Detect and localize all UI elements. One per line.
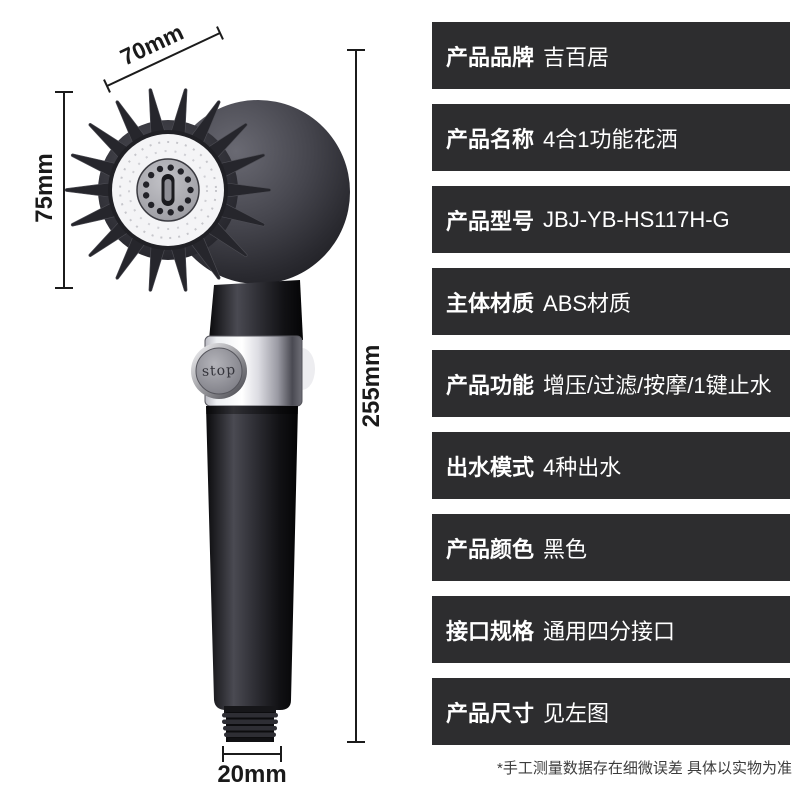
stop-button — [191, 343, 247, 399]
product-visual: 70mm 75mm 255mm 20mm stop — [31, 19, 385, 788]
spec-label: 接口规格 — [446, 618, 535, 644]
spec-value: JBJ-YB-HS117H-G — [543, 206, 730, 232]
spec-value: ABS材质 — [543, 290, 632, 316]
spec-panel: 产品品牌 吉百居 产品名称 4合1功能花洒 产品型号 JBJ-YB-HS117H… — [432, 22, 790, 745]
product-diagram — [55, 26, 365, 762]
spec-label: 出水模式 — [446, 454, 535, 480]
spec-row-size: 产品尺寸 见左图 — [432, 678, 790, 745]
spray-face — [108, 130, 228, 250]
measurement-disclaimer: *手工测量数据存在细微误差 具体以实物为准 — [496, 760, 792, 777]
spec-value: 见左图 — [543, 700, 610, 726]
spec-value: 吉百居 — [543, 44, 610, 70]
spec-label: 主体材质 — [446, 290, 535, 316]
spec-row-material: 主体材质 ABS材质 — [432, 268, 790, 335]
dim-label-face-height: 75mm — [31, 153, 58, 223]
spec-label: 产品功能 — [446, 372, 535, 398]
spec-row-name: 产品名称 4合1功能花洒 — [432, 104, 790, 171]
spec-row-spray-modes: 出水模式 4种出水 — [432, 432, 790, 499]
spec-row-model: 产品型号 JBJ-YB-HS117H-G — [432, 186, 790, 253]
dim-label-connector-width: 20mm — [217, 761, 287, 788]
spec-value: 4合1功能花洒 — [543, 126, 678, 152]
spec-row-color: 产品颜色 黑色 — [432, 514, 790, 581]
spec-value: 黑色 — [543, 536, 588, 562]
dim-label-total-length: 255mm — [358, 344, 385, 428]
spec-row-interface: 接口规格 通用四分接口 — [432, 596, 790, 663]
spec-value: 4种出水 — [543, 454, 622, 480]
shower-neck — [209, 280, 303, 340]
spec-label: 产品型号 — [446, 208, 535, 234]
spec-label: 产品名称 — [446, 126, 535, 152]
dimension-lines — [55, 26, 365, 762]
spec-label: 产品尺寸 — [446, 700, 535, 726]
stop-button-label: stop — [201, 362, 237, 380]
threaded-connector — [222, 706, 278, 742]
spec-row-function: 产品功能 增压/过滤/按摩/1键止水 — [432, 350, 790, 417]
handle — [206, 406, 298, 710]
spec-row-brand: 产品品牌 吉百居 — [432, 22, 790, 89]
spec-label: 产品品牌 — [446, 44, 535, 70]
spec-value: 增压/过滤/按摩/1键止水 — [543, 372, 772, 398]
spec-value: 通用四分接口 — [543, 618, 676, 644]
spec-label: 产品颜色 — [446, 536, 535, 562]
